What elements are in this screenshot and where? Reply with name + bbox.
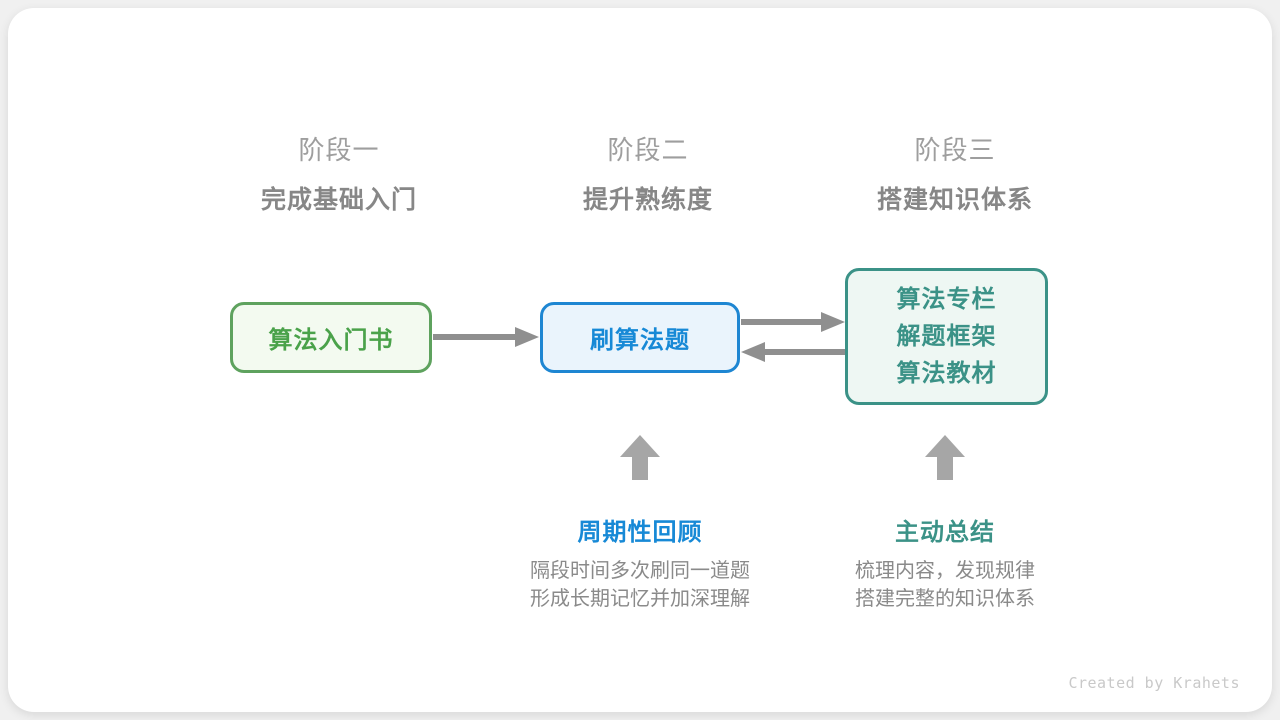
desc-line: 梳理内容，发现规律 [855, 560, 1035, 582]
desc-line: 搭建完整的知识体系 [855, 588, 1035, 610]
stage1-subtitle: 完成基础入门 [260, 186, 417, 214]
up-arrow-stem [937, 457, 953, 480]
node-knowledge-sources: 算法专栏 解题框架 算法教材 [845, 268, 1048, 405]
stage1-label: 阶段一 [298, 135, 380, 165]
node-knowledge-line3: 算法教材 [896, 360, 997, 387]
desc-line: 形成长期记忆并加深理解 [530, 588, 750, 610]
stage3-label: 阶段三 [914, 135, 996, 165]
stage3-subtitle: 搭建知识体系 [876, 186, 1033, 214]
callout-periodic-review-desc: 隔段时间多次刷同一道题 形成长期记忆并加深理解 [470, 557, 810, 613]
node-knowledge-line1: 算法专栏 [896, 286, 997, 313]
callout-active-summary-desc: 梳理内容，发现规律 搭建完整的知识体系 [775, 557, 1115, 613]
up-arrow-summarize-icon [925, 435, 965, 480]
arrow-stage1-to-stage2-icon [433, 327, 539, 347]
node-intro-book: 算法入门书 [230, 302, 432, 373]
callout-periodic-review-title: 周期性回顾 [577, 519, 703, 546]
arrow-stage3-to-stage2-icon [741, 342, 845, 362]
callout-active-summary-title: 主动总结 [895, 519, 995, 546]
node-intro-book-label: 算法入门书 [268, 327, 394, 354]
desc-line: 隔段时间多次刷同一道题 [530, 560, 750, 582]
node-knowledge-line2: 解题框架 [896, 323, 997, 350]
up-arrow-head [620, 435, 660, 457]
stage2-label: 阶段二 [607, 135, 689, 165]
credit-text: Created by Krahets [1068, 674, 1240, 692]
arrow-stage2-to-stage3-icon [741, 312, 845, 332]
node-practice-problems: 刷算法题 [540, 302, 740, 373]
up-arrow-review-icon [620, 435, 660, 480]
stage2-subtitle: 提升熟练度 [582, 186, 713, 214]
up-arrow-head [925, 435, 965, 457]
node-practice-problems-label: 刷算法题 [590, 327, 690, 354]
up-arrow-stem [632, 457, 648, 480]
diagram-card: 阶段一 完成基础入门 阶段二 提升熟练度 阶段三 搭建知识体系 算法入门书 刷算… [8, 8, 1272, 712]
